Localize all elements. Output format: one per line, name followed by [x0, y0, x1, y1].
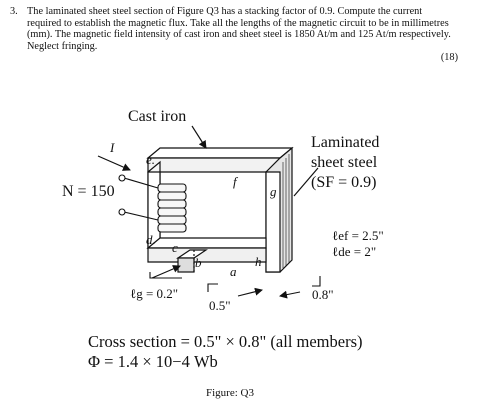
point-f-label: f	[233, 174, 239, 189]
question-marks: (18)	[440, 52, 458, 63]
core-left-member	[147, 160, 161, 250]
coil	[157, 183, 187, 233]
cross-section-text: Cross section = 0.5" × 0.8" (all members…	[88, 332, 363, 351]
current-label: I	[109, 140, 115, 155]
coil-leads	[118, 174, 159, 221]
question-number: 3.	[10, 6, 18, 17]
point-a-label: a	[230, 264, 237, 279]
point-d-label: d.	[146, 232, 156, 247]
core-top-member	[146, 147, 294, 173]
dimension-lines	[149, 265, 321, 299]
laminated-pointer	[293, 167, 319, 197]
laminated-label-line1: Laminated	[311, 134, 379, 151]
point-h-label: h	[255, 254, 262, 269]
length-de-label: ℓde = 2"	[332, 244, 376, 259]
figure-caption: Figure: Q3	[206, 387, 254, 399]
dimension-05-label: 0.5"	[209, 298, 231, 313]
point-b-label: b	[195, 255, 202, 270]
air-gap	[176, 249, 208, 273]
cast-iron-pointer	[191, 125, 207, 149]
flux-text: Φ = 1.4 × 10−4 Wb	[88, 352, 218, 371]
dimension-08-label: 0.8"	[312, 287, 334, 302]
length-ef-label: ℓef = 2.5"	[332, 228, 384, 243]
point-e-label: e.	[146, 152, 155, 167]
cast-iron-label: Cast iron	[128, 108, 186, 125]
gap-length-label: ℓg = 0.2"	[130, 286, 178, 301]
laminated-label-line3: (SF = 0.9)	[311, 174, 376, 191]
point-c-label: c	[172, 240, 178, 255]
laminated-label-line2: sheet steel	[311, 154, 378, 171]
turns-label: N = 150	[62, 183, 115, 200]
question-text: The laminated sheet steel section of Fig…	[27, 6, 451, 52]
current-arrow	[97, 155, 131, 171]
point-g-label: g	[270, 184, 277, 199]
